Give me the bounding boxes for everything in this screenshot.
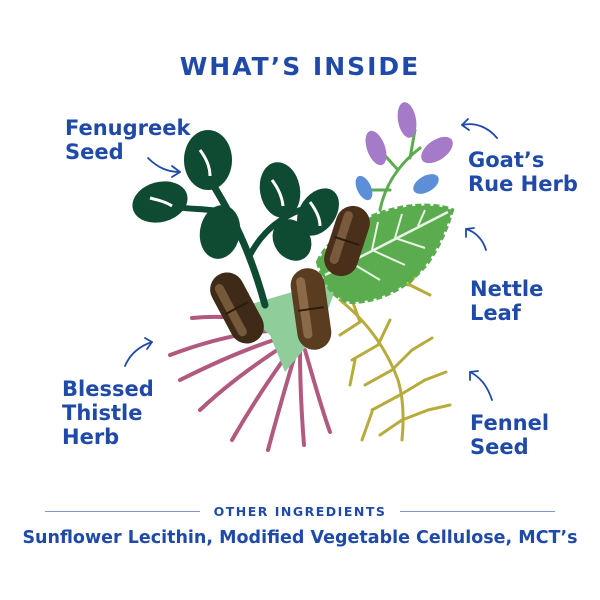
ingredient-label-fenugreek: Fenugreek Seed	[65, 116, 191, 164]
other-ingredients-heading: OTHER INGREDIENTS	[213, 503, 387, 519]
capsule-icon	[210, 272, 264, 344]
ingredient-label-blessed-thistle: Blessed Thistle Herb	[62, 377, 154, 449]
ingredient-label-nettle: Nettle Leaf	[470, 277, 544, 325]
fenugreek-leaf-icon	[132, 130, 339, 309]
ingredient-label-fennel: Fennel Seed	[470, 411, 550, 459]
ingredient-label-goats-rue: Goat’s Rue Herb	[468, 148, 578, 196]
page-title: WHAT’S INSIDE	[179, 52, 421, 81]
capsule-icon	[324, 205, 370, 277]
arrow-icon	[465, 227, 487, 251]
divider-line	[45, 510, 200, 512]
goats-rue-flower-icon	[355, 102, 453, 212]
arrow-icon	[147, 157, 181, 178]
arrow-icon	[461, 118, 498, 139]
arrow-icon	[469, 370, 493, 401]
other-ingredients-header: OTHER INGREDIENTS	[45, 501, 556, 521]
divider-line	[400, 510, 556, 512]
other-ingredients-list: Sunflower Lecithin, Modified Vegetable C…	[22, 528, 578, 548]
capsule-icon	[290, 268, 332, 350]
arrow-icon	[124, 337, 153, 367]
